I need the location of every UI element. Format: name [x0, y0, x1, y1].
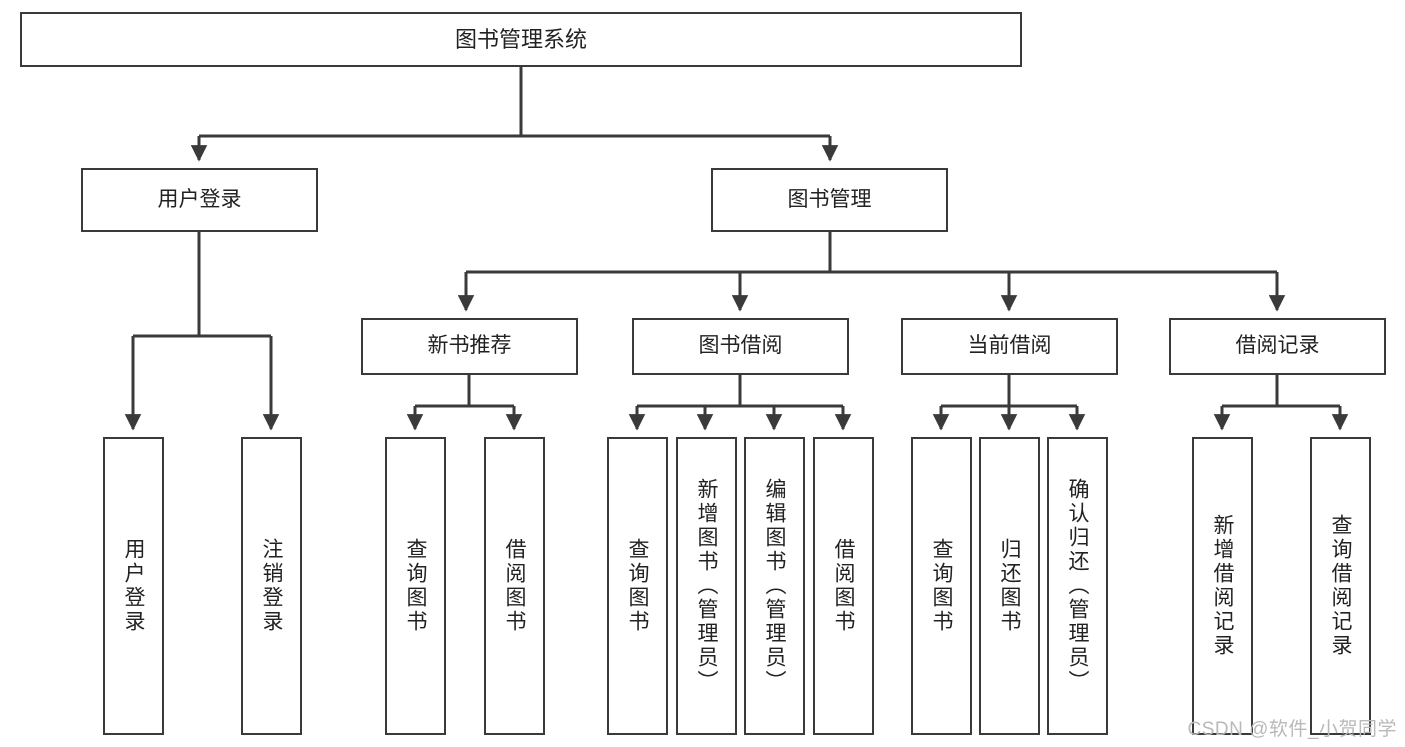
leaf-query-book-recommend[interactable]: 查询图书: [385, 437, 446, 735]
node-book-borrow[interactable]: 图书借阅: [632, 318, 849, 375]
node-label: 查询借阅记录: [1329, 514, 1352, 658]
node-label: 注销登录: [260, 538, 283, 634]
node-label: 新增借阅记录: [1211, 514, 1234, 658]
node-new-book-recommend[interactable]: 新书推荐: [361, 318, 578, 375]
node-label: 当前借阅: [967, 334, 1052, 358]
node-label: 图书管理系统: [454, 26, 587, 52]
node-current-borrow[interactable]: 当前借阅: [901, 318, 1118, 375]
node-user-login[interactable]: 用户登录: [81, 168, 318, 232]
node-label: 图书借阅: [698, 334, 783, 358]
node-book-management[interactable]: 图书管理: [711, 168, 948, 232]
csdn-watermark: CSDN @软件_小贺同学: [1187, 719, 1397, 740]
node-label: 借阅记录: [1235, 334, 1320, 358]
node-label: 归还图书: [998, 538, 1021, 634]
leaf-confirm-return[interactable]: 确认归还（管理员）: [1047, 437, 1108, 735]
leaf-add-borrow-record[interactable]: 新增借阅记录: [1192, 437, 1253, 735]
node-label: 用户登录: [157, 187, 242, 211]
leaf-add-book[interactable]: 新增图书（管理员）: [676, 437, 737, 735]
leaf-user-logout[interactable]: 注销登录: [241, 437, 302, 735]
node-label: 编辑图书（管理员）: [763, 478, 786, 694]
node-label: 图书管理: [787, 187, 872, 211]
node-root-system[interactable]: 图书管理系统: [20, 12, 1022, 67]
node-label: 借阅图书: [503, 538, 526, 634]
leaf-query-book-current[interactable]: 查询图书: [911, 437, 972, 735]
node-label: 新增图书（管理员）: [695, 478, 718, 694]
leaf-edit-book[interactable]: 编辑图书（管理员）: [744, 437, 805, 735]
node-label: 用户登录: [122, 538, 145, 634]
node-label: 查询图书: [404, 538, 427, 634]
leaf-borrow-book[interactable]: 借阅图书: [813, 437, 874, 735]
leaf-query-book-borrow[interactable]: 查询图书: [607, 437, 668, 735]
node-label: 借阅图书: [832, 538, 855, 634]
leaf-user-login[interactable]: 用户登录: [103, 437, 164, 735]
node-label: 查询图书: [930, 538, 953, 634]
node-label: 确认归还（管理员）: [1066, 478, 1089, 694]
node-label: 查询图书: [626, 538, 649, 634]
leaf-return-book[interactable]: 归还图书: [979, 437, 1040, 735]
leaf-query-borrow-record[interactable]: 查询借阅记录: [1310, 437, 1371, 735]
leaf-borrow-book-recommend[interactable]: 借阅图书: [484, 437, 545, 735]
node-borrow-record[interactable]: 借阅记录: [1169, 318, 1386, 375]
node-label: 新书推荐: [427, 334, 512, 358]
